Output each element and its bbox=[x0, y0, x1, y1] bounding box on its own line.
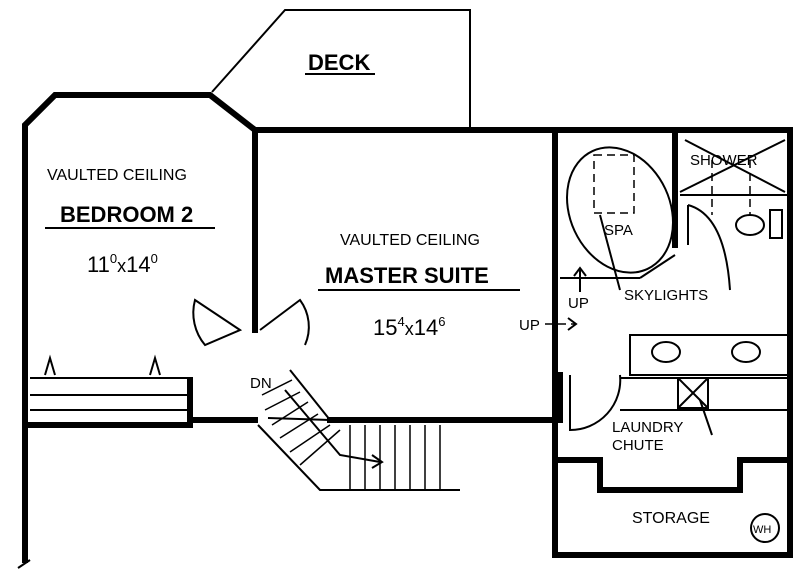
svg-text:MASTER SUITE: MASTER SUITE bbox=[325, 263, 489, 288]
svg-text:SKYLIGHTS: SKYLIGHTS bbox=[624, 287, 708, 304]
walls bbox=[17, 92, 793, 569]
bathroom: SPA SHOWER SKYLIGHTS UP bbox=[560, 139, 791, 376]
master-suite: VAULTED CEILING MASTER SUITE 154x146 UP bbox=[318, 232, 578, 340]
svg-text:UP: UP bbox=[519, 317, 540, 334]
laundry-chute: LAUNDRY CHUTE bbox=[612, 377, 790, 454]
svg-text:BEDROOM 2: BEDROOM 2 bbox=[60, 202, 193, 227]
deck: DECK bbox=[211, 9, 471, 128]
bedroom-2: VAULTED CEILING BEDROOM 2 110x140 bbox=[45, 167, 215, 277]
svg-text:WH: WH bbox=[753, 524, 771, 536]
svg-text:DECK: DECK bbox=[308, 50, 370, 75]
storage: STORAGE WH bbox=[632, 510, 780, 543]
bedroom-closet bbox=[30, 354, 190, 411]
svg-text:LAUNDRY: LAUNDRY bbox=[612, 419, 683, 436]
svg-text:STORAGE: STORAGE bbox=[632, 510, 710, 527]
stairs: DN bbox=[250, 369, 460, 491]
svg-text:110x140: 110x140 bbox=[87, 251, 158, 277]
svg-text:154x146: 154x146 bbox=[373, 314, 445, 340]
svg-text:VAULTED CEILING: VAULTED CEILING bbox=[47, 167, 187, 184]
doors bbox=[192, 298, 622, 432]
svg-text:SPA: SPA bbox=[604, 222, 633, 239]
svg-text:UP: UP bbox=[568, 295, 589, 312]
svg-text:VAULTED CEILING: VAULTED CEILING bbox=[340, 232, 480, 249]
svg-text:CHUTE: CHUTE bbox=[612, 437, 664, 454]
svg-text:DN: DN bbox=[250, 375, 272, 392]
